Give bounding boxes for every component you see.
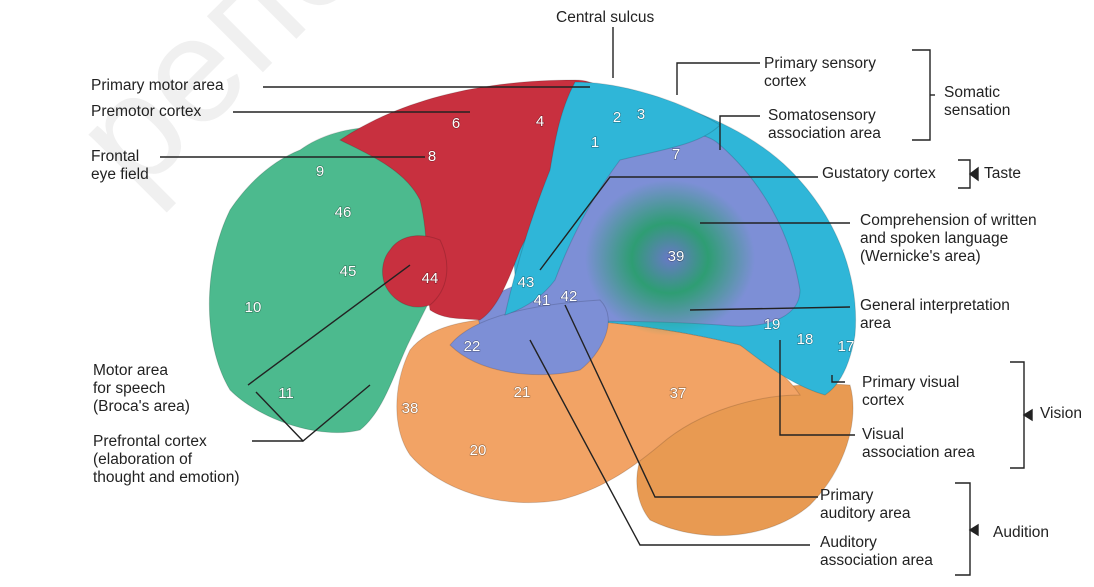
area-number-44: 44	[422, 270, 439, 287]
area-number-8: 8	[428, 148, 436, 165]
area-number-42: 42	[561, 288, 578, 305]
area-number-9: 9	[316, 163, 324, 180]
area-number-22: 22	[464, 338, 481, 355]
area-number-1: 1	[591, 134, 599, 151]
area-number-6: 6	[452, 115, 460, 132]
area-number-46: 46	[335, 204, 352, 221]
area-number-20: 20	[470, 442, 487, 459]
area-number-7: 7	[672, 146, 680, 163]
area-number-39: 39	[668, 248, 685, 265]
area-number-38: 38	[402, 400, 419, 417]
area-number-10: 10	[245, 299, 262, 316]
area-number-17: 17	[838, 338, 855, 355]
area-number-18: 18	[797, 331, 814, 348]
area-number-43: 43	[518, 274, 535, 291]
label-taste: Taste	[984, 165, 1021, 183]
label-gustatory-cortex: Gustatory cortex	[822, 165, 936, 183]
area-number-4: 4	[536, 113, 544, 130]
area-number-3: 3	[637, 106, 645, 123]
area-number-37: 37	[670, 385, 687, 402]
area-number-41: 41	[534, 292, 551, 309]
label-central-sulcus: Central sulcus	[556, 9, 654, 27]
label-primary-motor-area: Primary motor area	[91, 77, 224, 95]
label-vision: Vision	[1040, 405, 1082, 423]
area-number-11: 11	[278, 385, 294, 402]
area-number-45: 45	[340, 263, 357, 280]
area-number-21: 21	[514, 384, 531, 401]
area-number-2: 2	[613, 109, 621, 126]
label-audition: Audition	[993, 524, 1049, 542]
label-premotor-cortex: Premotor cortex	[91, 103, 201, 121]
area-number-19: 19	[764, 316, 781, 333]
